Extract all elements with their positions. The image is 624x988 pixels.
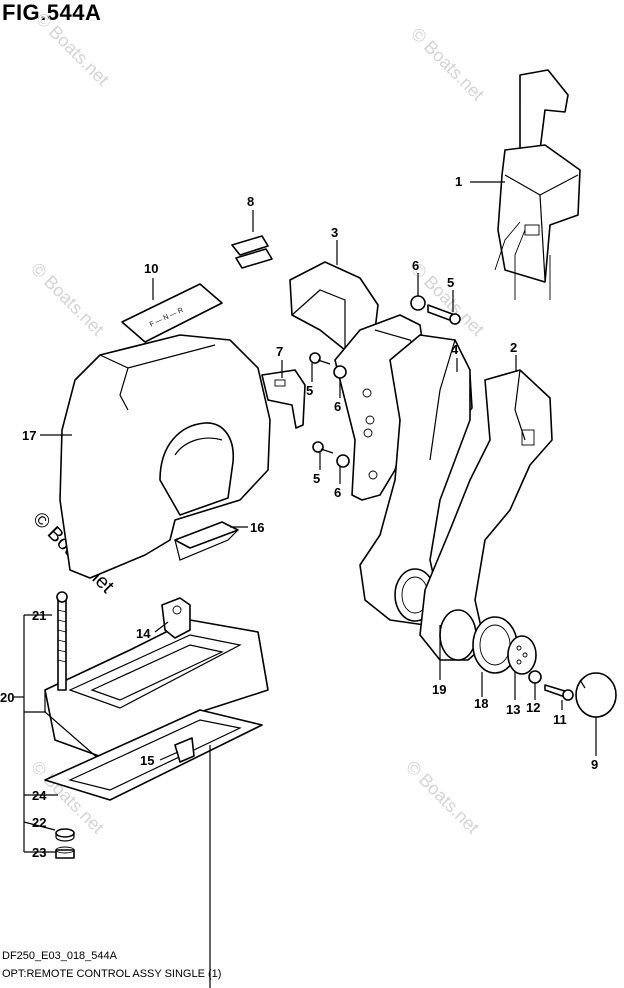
callout-labels: 1 2 3 4 5 5 5 6 6 6 7 8 9 10 11 12 13 14… <box>0 174 598 860</box>
watermark: © Boats.net <box>402 757 483 838</box>
watermark: © Boats.net <box>407 24 488 105</box>
disc-part <box>507 635 537 675</box>
figure-title: FIG.544A <box>2 0 102 25</box>
callout-7: 7 <box>276 344 283 359</box>
callout-13: 13 <box>506 702 520 717</box>
long-screw-part <box>56 591 68 691</box>
callout-17: 17 <box>22 428 36 443</box>
callout-1: 1 <box>455 174 462 189</box>
callout-20: 20 <box>0 690 14 705</box>
callout-3: 3 <box>331 225 338 240</box>
callout-5: 5 <box>447 275 454 290</box>
callout-15: 15 <box>140 753 154 768</box>
base-frame-part <box>44 597 269 761</box>
label-plate-part: F — N — R <box>121 283 223 343</box>
cover-plate-part <box>174 521 239 561</box>
callout-10: 10 <box>144 261 158 276</box>
watermark: © Boats.net <box>32 9 113 90</box>
callout-5: 5 <box>313 471 320 486</box>
bracket-part <box>261 369 306 429</box>
callout-6: 6 <box>334 399 341 414</box>
callout-6: 6 <box>334 485 341 500</box>
model-code: DF250_E03_018_544A <box>2 950 117 962</box>
callout-12: 12 <box>526 700 540 715</box>
cover-part <box>59 334 271 579</box>
callout-23: 23 <box>32 845 46 860</box>
washer-22-part <box>55 828 75 842</box>
callout-16: 16 <box>250 520 264 535</box>
callout-18: 18 <box>474 696 488 711</box>
nut-23-part <box>55 846 75 859</box>
emblem-part <box>231 235 273 269</box>
callout-22: 22 <box>32 815 46 830</box>
callout-5: 5 <box>306 383 313 398</box>
callout-2: 2 <box>510 340 517 355</box>
callout-24: 24 <box>32 788 47 803</box>
callout-19: 19 <box>432 682 446 697</box>
callout-21: 21 <box>32 608 46 623</box>
callout-8: 8 <box>247 194 254 209</box>
gasket-part <box>44 709 263 801</box>
callout-6: 6 <box>412 258 419 273</box>
clip-part <box>174 737 195 763</box>
screw-part <box>309 304 461 454</box>
watermark: © Boats.net <box>27 259 108 340</box>
assembly-description: OPT:REMOTE CONTROL ASSY SINGLE (1) <box>2 968 222 980</box>
callout-9: 9 <box>591 757 598 772</box>
control-handle-part <box>494 69 581 300</box>
cap-part <box>575 672 617 718</box>
callout-14: 14 <box>136 626 151 641</box>
callout-4: 4 <box>451 342 459 357</box>
callout-11: 11 <box>553 712 567 727</box>
screw-11-part <box>544 684 574 701</box>
washer-12-part <box>528 670 542 684</box>
leader-lines <box>14 181 597 988</box>
